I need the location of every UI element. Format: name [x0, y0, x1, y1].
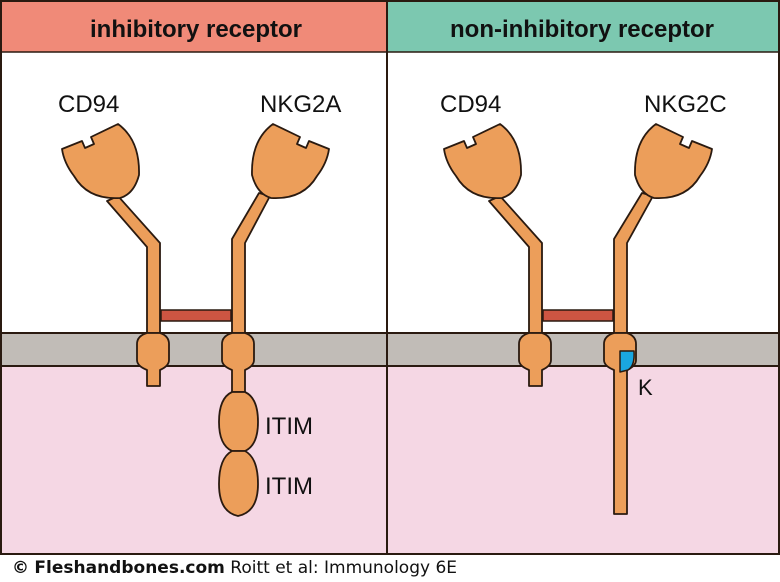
- nkg2c-chain: [603, 123, 713, 515]
- receptor-non-inhibitory: CD94 NKG2C K: [440, 91, 727, 515]
- receptor-diagram: inhibitory receptor non-inhibitory recep…: [0, 0, 780, 555]
- label-itim-1: ITIM: [265, 413, 313, 440]
- label-nkg2c: NKG2C: [644, 91, 727, 118]
- cd94-transmembrane-domain: [136, 332, 170, 387]
- footer: © Fleshandbones.com Roitt et al: Immunol…: [0, 555, 780, 582]
- receptor-inhibitory: CD94 NKG2A ITIM ITIM: [58, 91, 341, 517]
- copyright-notice: © Fleshandbones.com Roitt et al: Immunol…: [12, 558, 457, 578]
- itim-domain-1: [218, 391, 259, 452]
- label-lysine-k: K: [638, 375, 653, 400]
- copyright-icon: ©: [12, 558, 29, 578]
- cd94-transmembrane-domain: [518, 332, 552, 387]
- panel-header-inhibitory: [0, 0, 387, 52]
- lysine-residue-marker: [619, 350, 635, 373]
- nkg2c-ligand-binding-domain: [634, 123, 713, 199]
- cell-membrane: [0, 332, 780, 367]
- label-nkg2a: NKG2A: [260, 91, 341, 118]
- nkg2c-transmembrane-and-tail: [603, 332, 637, 515]
- panel-header-non-inhibitory: [387, 0, 780, 52]
- cd94-ligand-binding-domain: [61, 123, 140, 199]
- cd94-chain: [443, 123, 552, 387]
- cd94-ligand-binding-domain: [443, 123, 522, 199]
- disulfide-bond: [542, 309, 614, 322]
- label-itim-2: ITIM: [265, 473, 313, 500]
- cytoplasm-region: [0, 366, 780, 555]
- footer-brand: Fleshandbones.com: [34, 558, 225, 578]
- panel-title-inhibitory: inhibitory receptor: [90, 16, 302, 43]
- nkg2a-chain: [218, 123, 330, 517]
- nkg2a-ligand-binding-domain: [251, 123, 330, 199]
- label-cd94-right: CD94: [440, 91, 501, 118]
- panel-title-non-inhibitory: non-inhibitory receptor: [450, 16, 714, 43]
- figure-frame: [0, 0, 780, 555]
- disulfide-bond: [160, 309, 232, 322]
- itim-domain-2: [218, 450, 259, 517]
- footer-citation: Roitt et al: Immunology 6E: [230, 558, 458, 578]
- label-cd94-left: CD94: [58, 91, 119, 118]
- cd94-chain: [61, 123, 170, 387]
